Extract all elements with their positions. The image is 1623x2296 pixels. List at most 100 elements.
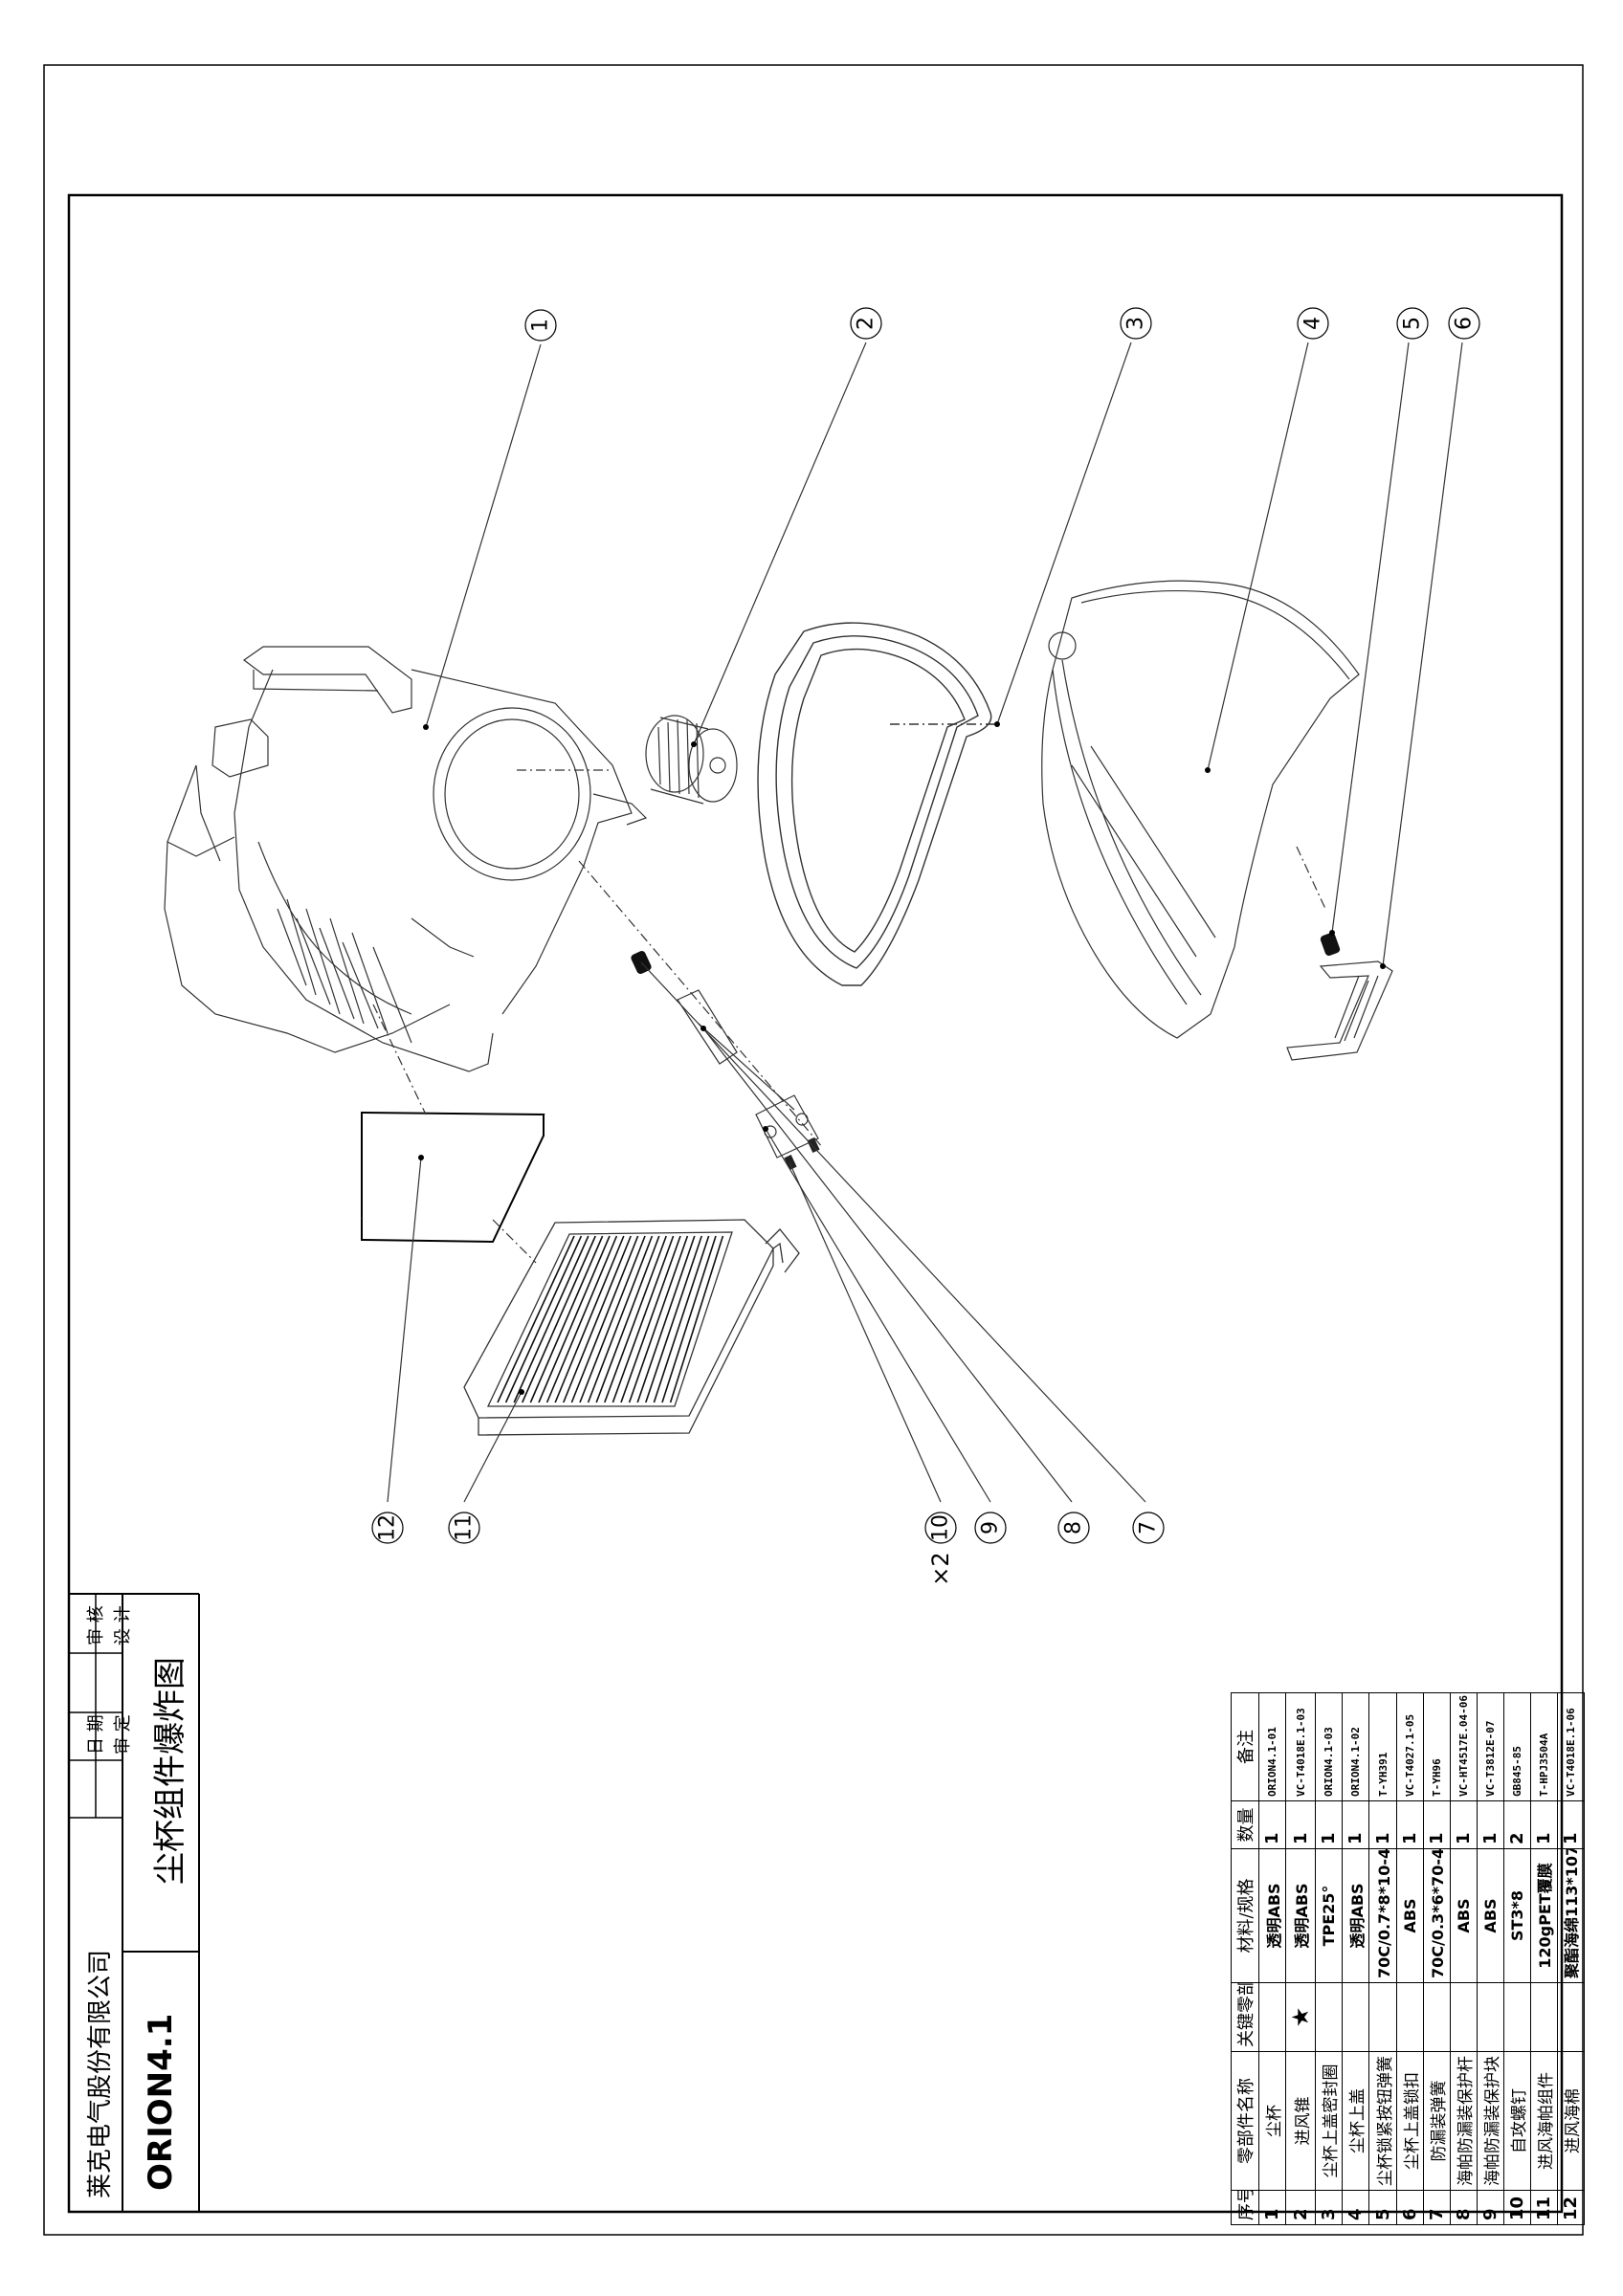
- part-11-hepa-assembly: [463, 1219, 800, 1436]
- label-designed: 设 计: [113, 1605, 133, 1645]
- cell-key: [1315, 1982, 1343, 2052]
- balloon-8: 8: [1062, 1521, 1086, 1534]
- header-name: 零部件名称: [1231, 2051, 1259, 2191]
- part-10-screws: [784, 1137, 820, 1171]
- cell-seq: 10: [1503, 2190, 1531, 2225]
- cell-key: [1368, 1982, 1397, 2052]
- balloon-2: 2: [855, 317, 878, 330]
- quantity-note: ×2: [927, 1552, 954, 1585]
- part-5-spring: [1320, 933, 1341, 956]
- cell-qty: 1: [1450, 1800, 1478, 1849]
- cell-name: 海帕防漏装保护块: [1477, 2051, 1504, 2191]
- cell-qty: 1: [1258, 1800, 1286, 1849]
- balloon-3: 3: [1124, 317, 1148, 330]
- hepa-pleat: [620, 1235, 681, 1403]
- hepa-pleat: [522, 1235, 596, 1403]
- header-material: 材料/规格: [1231, 1848, 1259, 1983]
- balloon-7: 7: [1137, 1521, 1161, 1534]
- cell-material: TPE25°: [1315, 1848, 1343, 1983]
- part-12-inlet-sponge: [361, 1111, 545, 1244]
- inner-border: [67, 193, 1564, 2214]
- balloon-4: 4: [1301, 317, 1325, 330]
- outer-border: [43, 64, 1584, 2236]
- cell-seq: 1: [1258, 2190, 1286, 2225]
- cell-qty: 1: [1285, 1800, 1316, 1849]
- parts-table-header: 序号 零部件名称 关键零部件 材料/规格 数量 备注: [1231, 1692, 1259, 2225]
- hepa-pleat: [538, 1235, 611, 1403]
- hepa-pleat: [497, 1235, 575, 1403]
- hepa-pleat: [636, 1235, 696, 1403]
- balloon-6: 6: [1453, 317, 1477, 330]
- cell-material: 透明ABS: [1285, 1848, 1316, 1983]
- cell-name: 防漏装弹簧: [1423, 2051, 1451, 2191]
- cell-note: VC-T4027.1-05: [1396, 1692, 1424, 1801]
- label-approved: 审 定: [113, 1714, 133, 1755]
- hepa-pleat: [570, 1235, 639, 1403]
- hepa-pleat: [669, 1235, 724, 1403]
- cell-name: 尘杯上盖: [1342, 2051, 1369, 2191]
- leader-dots: [418, 721, 1386, 1395]
- cell-name: 自攻螺钉: [1503, 2051, 1531, 2191]
- cell-seq: 8: [1450, 2190, 1478, 2225]
- header-qty: 数量: [1231, 1800, 1259, 1849]
- cell-seq: 5: [1368, 2190, 1397, 2225]
- cell-note: GB845-85: [1503, 1692, 1531, 1801]
- cell-name: 尘杯锁紧按钮弹簧: [1368, 2051, 1397, 2191]
- hepa-pleat: [611, 1235, 675, 1403]
- cell-qty: 1: [1477, 1800, 1504, 1849]
- balloon-labels: 1 2 3 4 5 6 7 8 9 10 11 12 ×2: [376, 317, 1477, 1586]
- cell-material: 透明ABS: [1258, 1848, 1286, 1983]
- cell-material: ABS: [1396, 1848, 1424, 1983]
- cell-qty: 1: [1315, 1800, 1343, 1849]
- balloon-11: 11: [453, 1514, 477, 1541]
- cell-qty: 1: [1368, 1800, 1397, 1849]
- cell-material: ABS: [1477, 1848, 1504, 1983]
- header-note: 备注: [1231, 1692, 1259, 1801]
- part-4-upper-cover: [1041, 580, 1360, 1039]
- cell-note: T-HPJ3504A: [1530, 1692, 1558, 1801]
- header-seq: 序号: [1231, 2190, 1259, 2225]
- balloons: [371, 307, 1480, 1544]
- cell-key: [1503, 1982, 1531, 2052]
- hepa-pleat: [661, 1235, 717, 1403]
- cell-note: T-YH96: [1423, 1692, 1451, 1801]
- cell-note: T-YH391: [1368, 1692, 1397, 1801]
- cell-name: 尘杯上盖密封圈: [1315, 2051, 1343, 2191]
- hepa-pleat: [554, 1235, 625, 1403]
- title-block-frame: [69, 1593, 200, 2212]
- cell-seq: 11: [1530, 2190, 1558, 2225]
- cell-note: VC-T4018E.1-06: [1557, 1692, 1585, 1801]
- hepa-pleat: [563, 1235, 632, 1403]
- cell-key: [1477, 1982, 1504, 2052]
- leader-lines: [372, 342, 1463, 1503]
- label-reviewed: 审 核: [86, 1605, 106, 1645]
- cell-key: [1423, 1982, 1451, 2052]
- part-6-lock-latch: [1286, 960, 1393, 1061]
- hepa-pleat: [645, 1235, 702, 1403]
- cell-material: 70C/0.3*6*70-48圈扭簧: [1423, 1848, 1451, 1983]
- cell-qty: 1: [1530, 1800, 1558, 1849]
- cell-seq: 2: [1285, 2190, 1316, 2225]
- cell-note: VC-T3812E-07: [1477, 1692, 1504, 1801]
- cell-key: ★: [1285, 1982, 1316, 2052]
- hepa-pleat: [504, 1235, 583, 1403]
- part-2-inlet-cone: [645, 715, 738, 805]
- cell-seq: 12: [1557, 2190, 1585, 2225]
- cell-seq: 7: [1423, 2190, 1451, 2225]
- cell-material: 聚酯海绵113*107*8/50PPI: [1557, 1848, 1585, 1983]
- label-date: 日 期: [86, 1714, 106, 1755]
- balloon-5: 5: [1401, 317, 1425, 330]
- cell-note: VC-HT4517E.04-06: [1450, 1692, 1478, 1801]
- cell-material: 70C/0.7*8*10-4圈扭簧: [1368, 1848, 1397, 1983]
